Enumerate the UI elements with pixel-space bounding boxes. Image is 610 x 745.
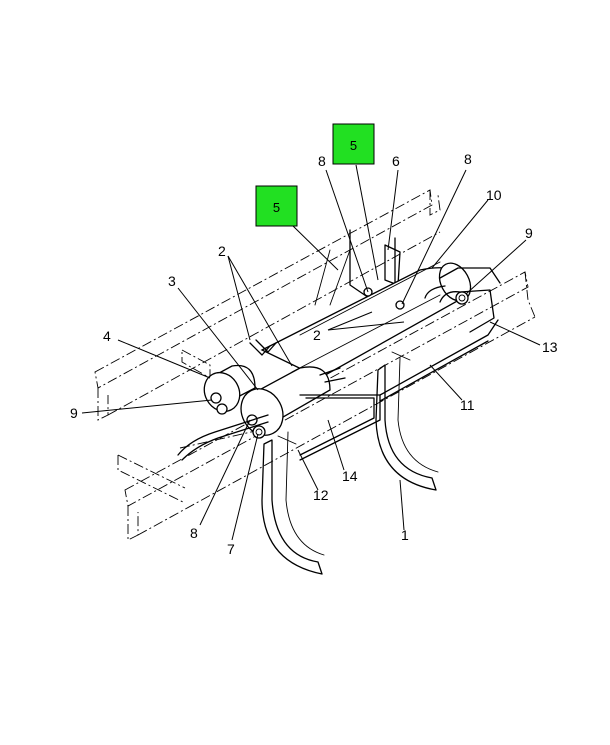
highlight-box-5-upper[interactable]: [332, 123, 375, 165]
highlight-callouts: 5 5: [255, 123, 375, 227]
air-tanks: [203, 261, 472, 439]
highlight-box-5-lower[interactable]: [255, 185, 298, 227]
callout-8-top-right: 8: [464, 151, 472, 167]
callout-8-bottom: 8: [190, 525, 198, 541]
leader-lines: [81, 164, 541, 541]
callout-1: 1: [401, 527, 409, 543]
tank-brackets: [261, 229, 439, 575]
callout-13: 13: [542, 339, 558, 355]
callout-6: 6: [392, 153, 400, 169]
callout-labels: 1 2 2 3 4 6 7 8 8 8 9 9 10 11 12 13 14: [70, 151, 558, 557]
callout-4: 4: [103, 328, 111, 344]
callout-10: 10: [486, 187, 502, 203]
callout-11: 11: [460, 397, 475, 413]
callout-5-lower: 5: [273, 200, 280, 215]
callout-2-center: 2: [313, 327, 321, 343]
callout-5-upper: 5: [350, 138, 357, 153]
callout-7: 7: [227, 541, 235, 557]
callout-9-left: 9: [70, 405, 78, 421]
callout-2-left: 2: [218, 243, 226, 259]
callout-3: 3: [168, 273, 176, 289]
callout-14: 14: [342, 468, 358, 484]
callout-12: 12: [313, 487, 329, 503]
air-lines: [177, 267, 501, 461]
callout-9-right: 9: [525, 225, 533, 241]
callout-8-top-left: 8: [318, 153, 326, 169]
